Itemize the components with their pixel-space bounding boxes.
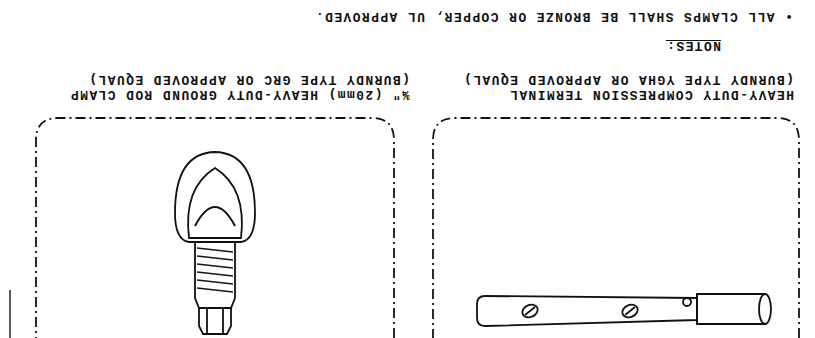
ground-rod-clamp [175, 152, 255, 334]
note-text: • ALL CLAMPS SHALL BE BRONZE OR COPPER, … [315, 9, 793, 24]
notes-heading: NOTES: [666, 38, 721, 53]
border-line [9, 290, 11, 338]
detail-title: HEAVY-DUTY COMPRESSION TERMINAL (BURNDY … [449, 72, 794, 102]
detail-box: HEAVY-DUTY COMPRESSION TERMINAL (BURNDY … [432, 68, 800, 338]
compression-terminal [477, 294, 771, 326]
detail-box: ¾" (20mm) HEAVY-DUTY GROUND ROD CLAMP (B… [35, 68, 395, 338]
detail-title: ¾" (20mm) HEAVY-DUTY GROUND ROD CLAMP (B… [65, 72, 410, 102]
dash-dot-outline [35, 68, 395, 338]
dash-dot-outline [432, 68, 800, 338]
